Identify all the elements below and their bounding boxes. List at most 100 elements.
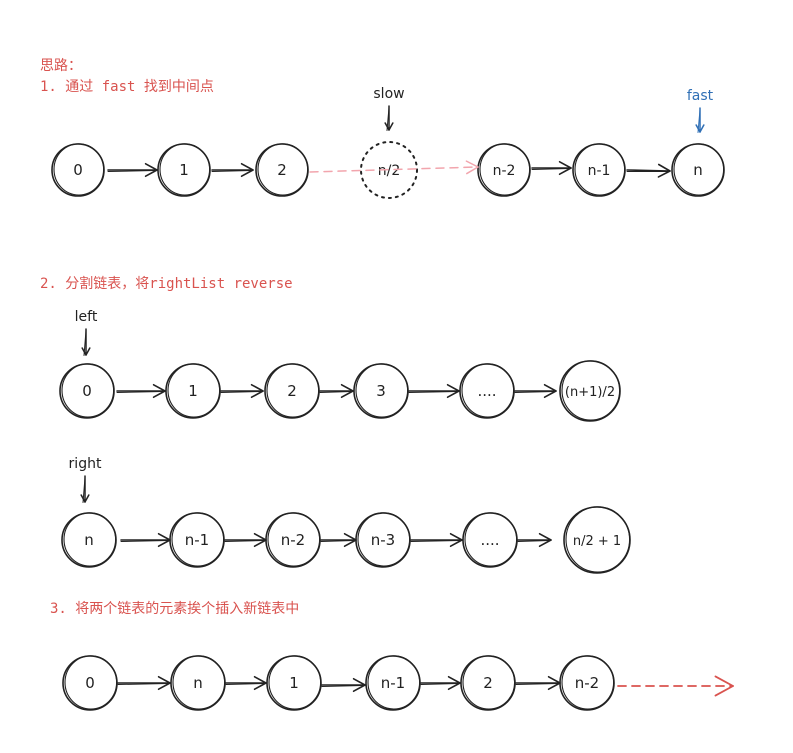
left-pointer-label: left <box>75 309 98 325</box>
row2-arrow-3-shaft-sketch <box>408 391 458 393</box>
row3-node-1-label: n-1 <box>185 531 209 549</box>
row4-arrow-1-shaft-sketch <box>225 683 265 685</box>
left-pointer-arrow-head <box>81 347 91 356</box>
row1-arrow-1-shaft-sketch <box>211 170 252 172</box>
row3-arrow-4-head <box>538 532 552 548</box>
row4-arrow-1-head <box>253 675 267 691</box>
row4-node-0-circle-sketch <box>64 655 118 710</box>
row2-node-3-circle-sketch <box>355 363 409 418</box>
row4-arrow-3-head <box>447 675 461 691</box>
row1-node-1-circle-sketch <box>159 143 211 196</box>
row3-node-1-circle-sketch <box>171 512 225 567</box>
slow-pointer-label: slow <box>373 86 404 102</box>
row4-arrow-4-head <box>547 675 561 691</box>
row3-node-3-circle-sketch <box>357 512 411 567</box>
step-1-text: 1. 通过 fast 找到中间点 <box>40 79 214 95</box>
row3-node-0-label: n <box>84 531 94 549</box>
row3-arrow-1-shaft-sketch <box>224 540 265 542</box>
row2-arrow-2-shaft-sketch <box>319 391 352 393</box>
row1-node-2-circle-sketch <box>257 143 309 196</box>
row1-node-6-circle-sketch <box>673 143 725 196</box>
row1-arrow-4-shaft <box>626 169 671 172</box>
row2-arrow-4-head <box>543 383 557 399</box>
step-2-text: 2. 分割链表，将rightList reverse <box>40 276 293 292</box>
row3-node-5-circle-sketch <box>565 506 631 573</box>
row3-node-2-label: n-2 <box>281 531 305 549</box>
row1-node-3-circle <box>360 141 418 199</box>
row4-arrow-2-head <box>352 677 366 693</box>
row3-node-5-label: n/2 + 1 <box>573 534 621 549</box>
row3-arrow-0-shaft-sketch <box>120 540 169 542</box>
row1-arrow-3-head <box>558 160 572 176</box>
row3-node-3-label: n-3 <box>371 531 395 549</box>
row2-node-1-circle-sketch <box>167 363 221 418</box>
row3-node-4-label: .... <box>480 531 499 549</box>
row1-arrow-0-head <box>144 162 158 178</box>
row3-arrow-1-head <box>253 532 267 548</box>
row3-arrow-2-head <box>343 532 357 548</box>
row2-node-5-circle-sketch <box>561 360 621 421</box>
row2-node-5-label: (n+1)/2 <box>565 385 615 400</box>
row4-node-4-label: 2 <box>483 674 493 692</box>
row1-node-5-label: n-1 <box>588 163 611 179</box>
heading: 思路： <box>40 58 82 74</box>
right-pointer-label: right <box>69 456 102 472</box>
row4-node-5-circle-sketch <box>561 655 615 710</box>
row2-node-4-circle-sketch <box>461 363 515 418</box>
row1-arrow-0-shaft-sketch <box>107 170 156 172</box>
row4-node-2-label: 1 <box>289 674 299 692</box>
row1-node-4-circle-sketch <box>479 143 531 196</box>
row4-arrow-0-head <box>157 675 171 691</box>
row4-arrow-2-shaft-sketch <box>321 685 364 687</box>
row3-node-0-circle-sketch <box>63 512 117 567</box>
row2-arrow-4-shaft-sketch <box>514 391 555 393</box>
row2-arrow-0-shaft-sketch <box>116 391 164 393</box>
right-pointer-arrow-head <box>80 494 90 503</box>
row2-node-1-label: 1 <box>188 382 198 400</box>
row4-node-5-label: n-2 <box>575 674 599 692</box>
row3-arrow-2-shaft-sketch <box>320 540 355 542</box>
row1-arrow-2-head <box>465 160 479 175</box>
row4-node-2-circle-sketch <box>268 655 322 710</box>
row3-arrow-0-head <box>157 532 171 548</box>
step-3-text: 3. 将两个链表的元素挨个插入新链表中 <box>50 601 300 617</box>
row1-node-4-label: n-2 <box>493 163 516 179</box>
row1-node-0-circle-sketch <box>53 143 105 196</box>
row4-arrow-3-shaft-sketch <box>420 683 459 685</box>
row1-node-2-label: 2 <box>277 161 287 179</box>
row3-arrow-3-head <box>449 532 463 548</box>
row2-arrow-1-shaft-sketch <box>220 391 262 393</box>
row2-node-2-circle-sketch <box>266 363 320 418</box>
row3-node-2-circle-sketch <box>267 512 321 567</box>
row4-node-1-label: n <box>193 674 203 692</box>
row3-node-4-circle-sketch <box>464 512 518 567</box>
row1-arrow-1-head <box>240 162 254 178</box>
row2-node-0-circle-sketch <box>61 363 115 418</box>
row1-node-5-circle-sketch <box>574 143 626 196</box>
row4-arrow-continue-head <box>714 675 734 697</box>
slow-pointer-arrow-head <box>384 122 394 131</box>
row1-node-0-label: 0 <box>73 161 83 179</box>
row2-arrow-1-head <box>250 383 264 399</box>
row2-node-4-label: .... <box>477 382 496 400</box>
row3-arrow-4-shaft-sketch <box>517 540 550 542</box>
row2-node-0-label: 0 <box>82 382 92 400</box>
row3-arrow-3-shaft-sketch <box>410 540 461 542</box>
row4-node-3-label: n-1 <box>381 674 405 692</box>
row2-arrow-0-head <box>152 383 166 399</box>
row2-node-3-label: 3 <box>376 382 386 400</box>
row1-node-1-label: 1 <box>179 161 189 179</box>
row4-arrow-0-shaft-sketch <box>117 683 169 685</box>
fast-pointer-label: fast <box>687 88 714 104</box>
row2-arrow-3-head <box>446 383 460 399</box>
row1-arrow-2-shaft <box>309 166 479 173</box>
row4-node-1-circle-sketch <box>172 655 226 710</box>
row2-arrow-2-head <box>340 383 354 399</box>
row1-node-6-label: n <box>693 161 703 179</box>
row4-node-3-circle-sketch <box>367 655 421 710</box>
row1-arrow-4-head <box>657 163 671 178</box>
row4-arrow-4-shaft-sketch <box>515 683 559 685</box>
row1-arrow-3-shaft-sketch <box>531 168 570 170</box>
fast-pointer-arrow-head <box>695 124 705 133</box>
